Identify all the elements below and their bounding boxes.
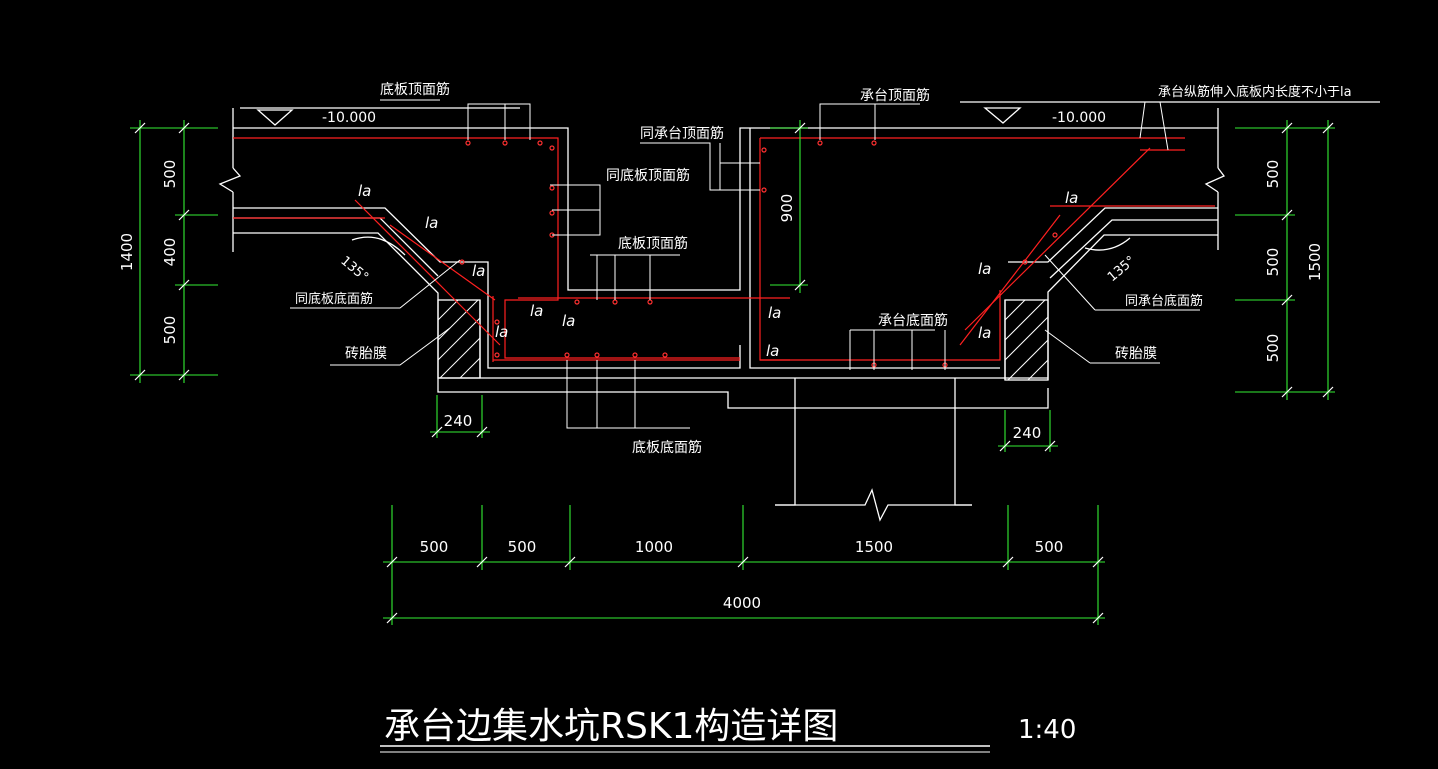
label-tong-ct-bottom: 同承台底面筋: [1125, 293, 1203, 309]
rebar: [233, 137, 1215, 362]
la-label: la: [495, 323, 508, 341]
label-brick-right: 砖胎膜: [1115, 346, 1157, 362]
dim-right-500b: 500: [1264, 248, 1282, 277]
dim-bottom-5: 500: [1035, 538, 1064, 556]
la-label: la: [425, 214, 438, 232]
dim-right-500a: 500: [1264, 160, 1282, 189]
la-label: la: [766, 342, 779, 360]
dim-240-left: 240: [444, 412, 473, 430]
la-label: la: [358, 182, 371, 200]
dim-bottom-4: 1500: [855, 538, 893, 556]
dim-right-total: 1500: [1306, 243, 1324, 281]
la-label: la: [978, 260, 991, 278]
la-label: la: [1065, 189, 1078, 207]
dim-left-400: 400: [161, 238, 179, 267]
elevation-right: -10.000: [1052, 110, 1106, 126]
la-label: la: [472, 262, 485, 280]
dim-depth-900: 900: [778, 194, 796, 223]
dim-bottom-total: 4000: [723, 594, 761, 612]
label-ct-bottom: 承台底面筋: [878, 312, 948, 329]
dim-bottom-3: 1000: [635, 538, 673, 556]
dimension-lines: [130, 120, 1335, 625]
la-label: la: [768, 304, 781, 322]
leader-lines: [290, 99, 1200, 429]
label-brick-left: 砖胎膜: [345, 346, 387, 362]
la-label: la: [530, 302, 543, 320]
dim-240-right: 240: [1013, 424, 1042, 442]
dim-left-500a: 500: [161, 160, 179, 189]
drawing-title: 承台边集水坑RSK1构造详图: [384, 706, 838, 747]
angle-left: 135°: [337, 254, 371, 286]
la-label: la: [978, 324, 991, 342]
label-tong-db-top: 同底板顶面筋: [606, 167, 690, 184]
label-tong-ct-top: 同承台顶面筋: [640, 125, 724, 142]
drawing-scale: 1:40: [1018, 715, 1076, 745]
label-db-top-mid: 底板顶面筋: [618, 235, 688, 252]
la-label: la: [562, 312, 575, 330]
label-ct-top: 承台顶面筋: [860, 87, 930, 104]
dim-left-500b: 500: [161, 316, 179, 345]
rebar-dots: [459, 140, 1058, 368]
angle-right: 135°: [1105, 253, 1139, 285]
dim-right-500c: 500: [1264, 334, 1282, 363]
elevation-left: -10.000: [322, 110, 376, 126]
label-tong-db-bottom: 同底板底面筋: [295, 291, 373, 307]
brick-hatch: [437, 299, 1049, 381]
dim-ticks: [134, 122, 1334, 624]
annotations: 底板顶面筋 -10.000 承台顶面筋 -10.000 承台纵筋伸入底板内长度不…: [118, 81, 1352, 747]
dim-left-total: 1400: [118, 233, 136, 271]
dim-bottom-2: 500: [508, 538, 537, 556]
label-db-bottom: 底板底面筋: [632, 439, 702, 456]
label-db-top: 底板顶面筋: [380, 81, 450, 98]
label-anchor-note: 承台纵筋伸入底板内长度不小于la: [1158, 84, 1352, 100]
dim-bottom-1: 500: [420, 538, 449, 556]
